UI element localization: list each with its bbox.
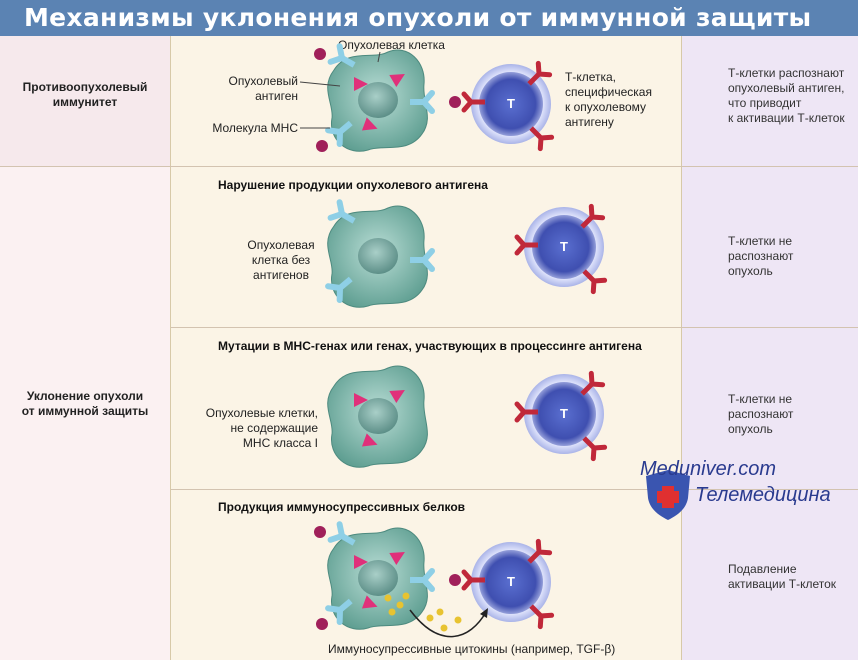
row-label-line: Уклонение опухоли — [26, 389, 144, 403]
label-line: Т-клетка, — [565, 70, 617, 84]
t-cell-letter: T — [507, 574, 515, 589]
divider — [171, 489, 858, 490]
description-line: опухоль — [728, 264, 773, 278]
tumor-cell-no-mhc — [327, 365, 428, 468]
divider — [681, 36, 682, 660]
tcell-label: Т-клетка, специфическая к опухолевому ан… — [565, 70, 652, 130]
tumor-cell — [314, 46, 432, 152]
description-line: опухолевый антиген, — [728, 81, 845, 95]
row-label-cell-evasion — [0, 167, 170, 660]
row-label-line: иммунитет — [52, 95, 118, 109]
description-line: к активации Т-клеток — [728, 111, 845, 125]
label-line: антиген — [255, 89, 298, 103]
description-line: активации Т-клеток — [728, 577, 837, 591]
label-line: клетка без — [251, 253, 311, 267]
label-line: Опухолевый — [228, 74, 299, 88]
cytokine-label: Иммуносупрессивные цитокины (например, T… — [328, 642, 616, 656]
antigen-ball — [449, 574, 461, 586]
label-line: Опухолевые клетки, — [205, 406, 318, 420]
t-cell-letter: T — [507, 96, 515, 111]
watermark-line1: Meduniver.com — [640, 458, 776, 480]
section-title-suppression: Продукция иммуносупрессивных белков — [218, 500, 466, 514]
label-line: антигену — [565, 115, 614, 129]
cell-without-antigen-label: Опухолевая клетка без антигенов — [236, 238, 326, 283]
section-title-no-antigen: Нарушение продукции опухолевого антигена — [218, 178, 488, 192]
description-suppression: Подавление активации Т-клеток — [728, 562, 836, 592]
leader-line — [299, 81, 341, 87]
row-label-cell-immunity — [0, 36, 170, 166]
description-immunity: Т-клетки распознают опухолевый антиген, … — [728, 66, 845, 126]
watermark-line2: Телемедицина — [695, 484, 831, 506]
row-label-immunity: Противоопухолевый иммунитет — [0, 80, 170, 110]
label-line: к опухолевому — [565, 100, 647, 114]
description-mhc-mutation: Т-клетки не распознают опухоль — [728, 392, 858, 437]
section-title-mhc-mutation: Мутации в МНС-генах или генах, участвующ… — [218, 339, 642, 353]
description-line: Т-клетки распознают — [728, 66, 845, 80]
description-line: Т-клетки не распознают — [728, 392, 794, 421]
t-cell-letter: T — [560, 239, 568, 254]
leader-line — [377, 51, 381, 63]
tumor-cell-no-antigen — [328, 202, 432, 308]
mhc-label: Молекула МНС — [212, 121, 298, 135]
tumor-cell-label: Опухолевая клетка — [338, 38, 445, 52]
label-line: не содержащие — [230, 421, 318, 435]
row-label-evasion: Уклонение опухоли от иммунной защиты — [0, 389, 170, 419]
watermark-logo — [646, 470, 690, 520]
tumor-cell-suppressive — [314, 524, 432, 630]
description-line: опухоль — [728, 422, 773, 436]
description-line: Т-клетки не распознают — [728, 234, 794, 263]
antigen-ball — [314, 526, 326, 538]
page-title: Механизмы уклонения опухоли от иммунной … — [0, 0, 858, 36]
antigen-label: Опухолевый антиген — [200, 74, 299, 104]
t-cell-letter: T — [560, 406, 568, 421]
antigen-ball — [314, 48, 326, 60]
label-line: антигенов — [253, 268, 309, 282]
arrow-head — [480, 608, 488, 618]
cytokine-arrow — [409, 609, 487, 638]
divider — [0, 166, 858, 167]
diagram-column — [171, 36, 681, 660]
cells-without-mhc-label: Опухолевые клетки, не содержащие МНС кла… — [196, 406, 318, 451]
description-line: что приводит — [728, 96, 802, 110]
description-no-antigen: Т-клетки не распознают опухоль — [728, 234, 858, 279]
antigen-ball — [316, 140, 328, 152]
cytokines — [384, 592, 462, 632]
description-column — [682, 36, 858, 660]
label-line: МНС класса I — [242, 436, 318, 450]
antigen-ball — [449, 96, 461, 108]
antigen-ball — [316, 618, 328, 630]
description-line: Подавление — [728, 562, 797, 576]
divider — [171, 327, 858, 328]
row-label-line: Противоопухолевый — [22, 80, 148, 94]
label-line: специфическая — [565, 85, 652, 99]
divider — [170, 36, 171, 660]
row-label-line: от иммунной защиты — [21, 404, 149, 418]
label-line: Опухолевая — [247, 238, 315, 252]
